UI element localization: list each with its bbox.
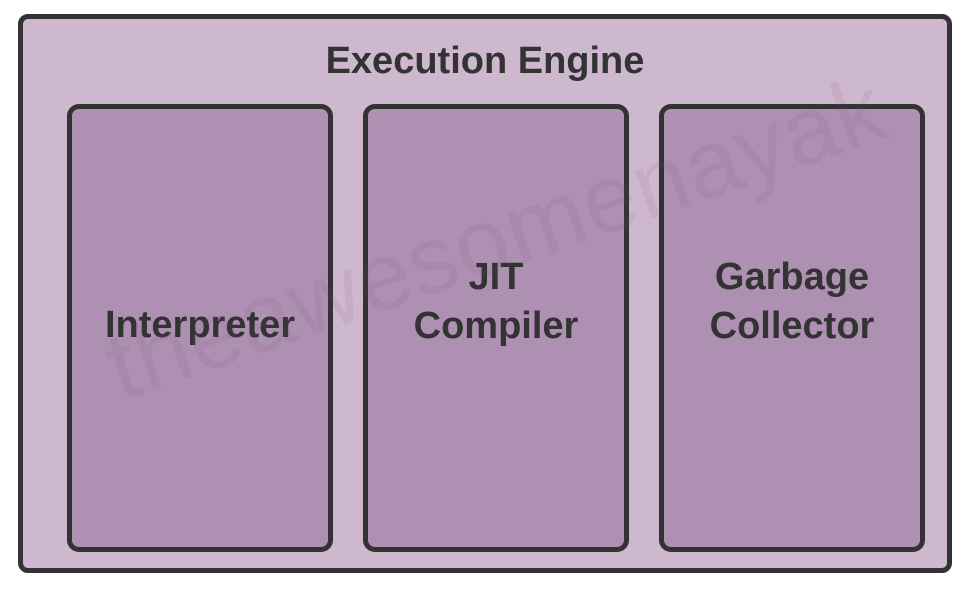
jit-compiler-label: JIT Compiler xyxy=(413,256,579,347)
execution-engine-title: Execution Engine xyxy=(325,40,645,82)
interpreter-label: Interpreter xyxy=(104,303,296,346)
jit-compiler-box: JIT Compiler xyxy=(363,104,629,552)
execution-engine-container: Execution Engine Interpreter JIT Compile… xyxy=(18,14,952,573)
garbage-collector-box: Garbage Collector xyxy=(659,104,925,552)
interpreter-box: Interpreter xyxy=(67,104,333,552)
garbage-collector-label: Garbage Collector xyxy=(709,256,875,347)
